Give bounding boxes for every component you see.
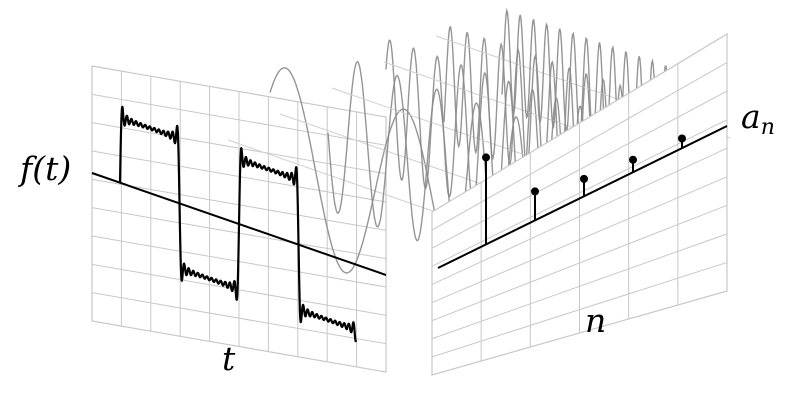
grid-line <box>91 93 387 146</box>
grid-line <box>431 90 728 249</box>
coefficient-dot <box>580 174 588 183</box>
t-axis-label: t <box>222 339 236 378</box>
grid-line <box>91 122 387 175</box>
a-n-base: a <box>741 97 761 136</box>
grid-line <box>431 233 728 340</box>
grid-line <box>431 261 728 358</box>
coefficient-dot <box>678 134 686 143</box>
sinusoid-component <box>327 60 553 283</box>
grid-line <box>431 119 728 267</box>
frequency-panel-grid <box>431 62 728 361</box>
square-wave-signal <box>118 105 358 343</box>
frequency-domain-panel <box>431 32 728 376</box>
coefficient-stems <box>482 134 686 245</box>
n-axis-label: n <box>585 301 606 340</box>
a-n-label: an <box>741 97 775 140</box>
f-of-t-label: f(t) <box>17 149 71 188</box>
grid-line <box>91 263 387 316</box>
coefficient-dot <box>629 155 637 164</box>
grid-line <box>431 62 728 231</box>
grid-line <box>431 176 728 304</box>
grid-line <box>91 292 387 345</box>
grid-line <box>431 204 728 322</box>
coefficient-dot <box>531 187 539 196</box>
coefficient-dot <box>482 153 490 162</box>
a-n-subscript: n <box>761 115 775 140</box>
grid-line <box>431 147 728 285</box>
